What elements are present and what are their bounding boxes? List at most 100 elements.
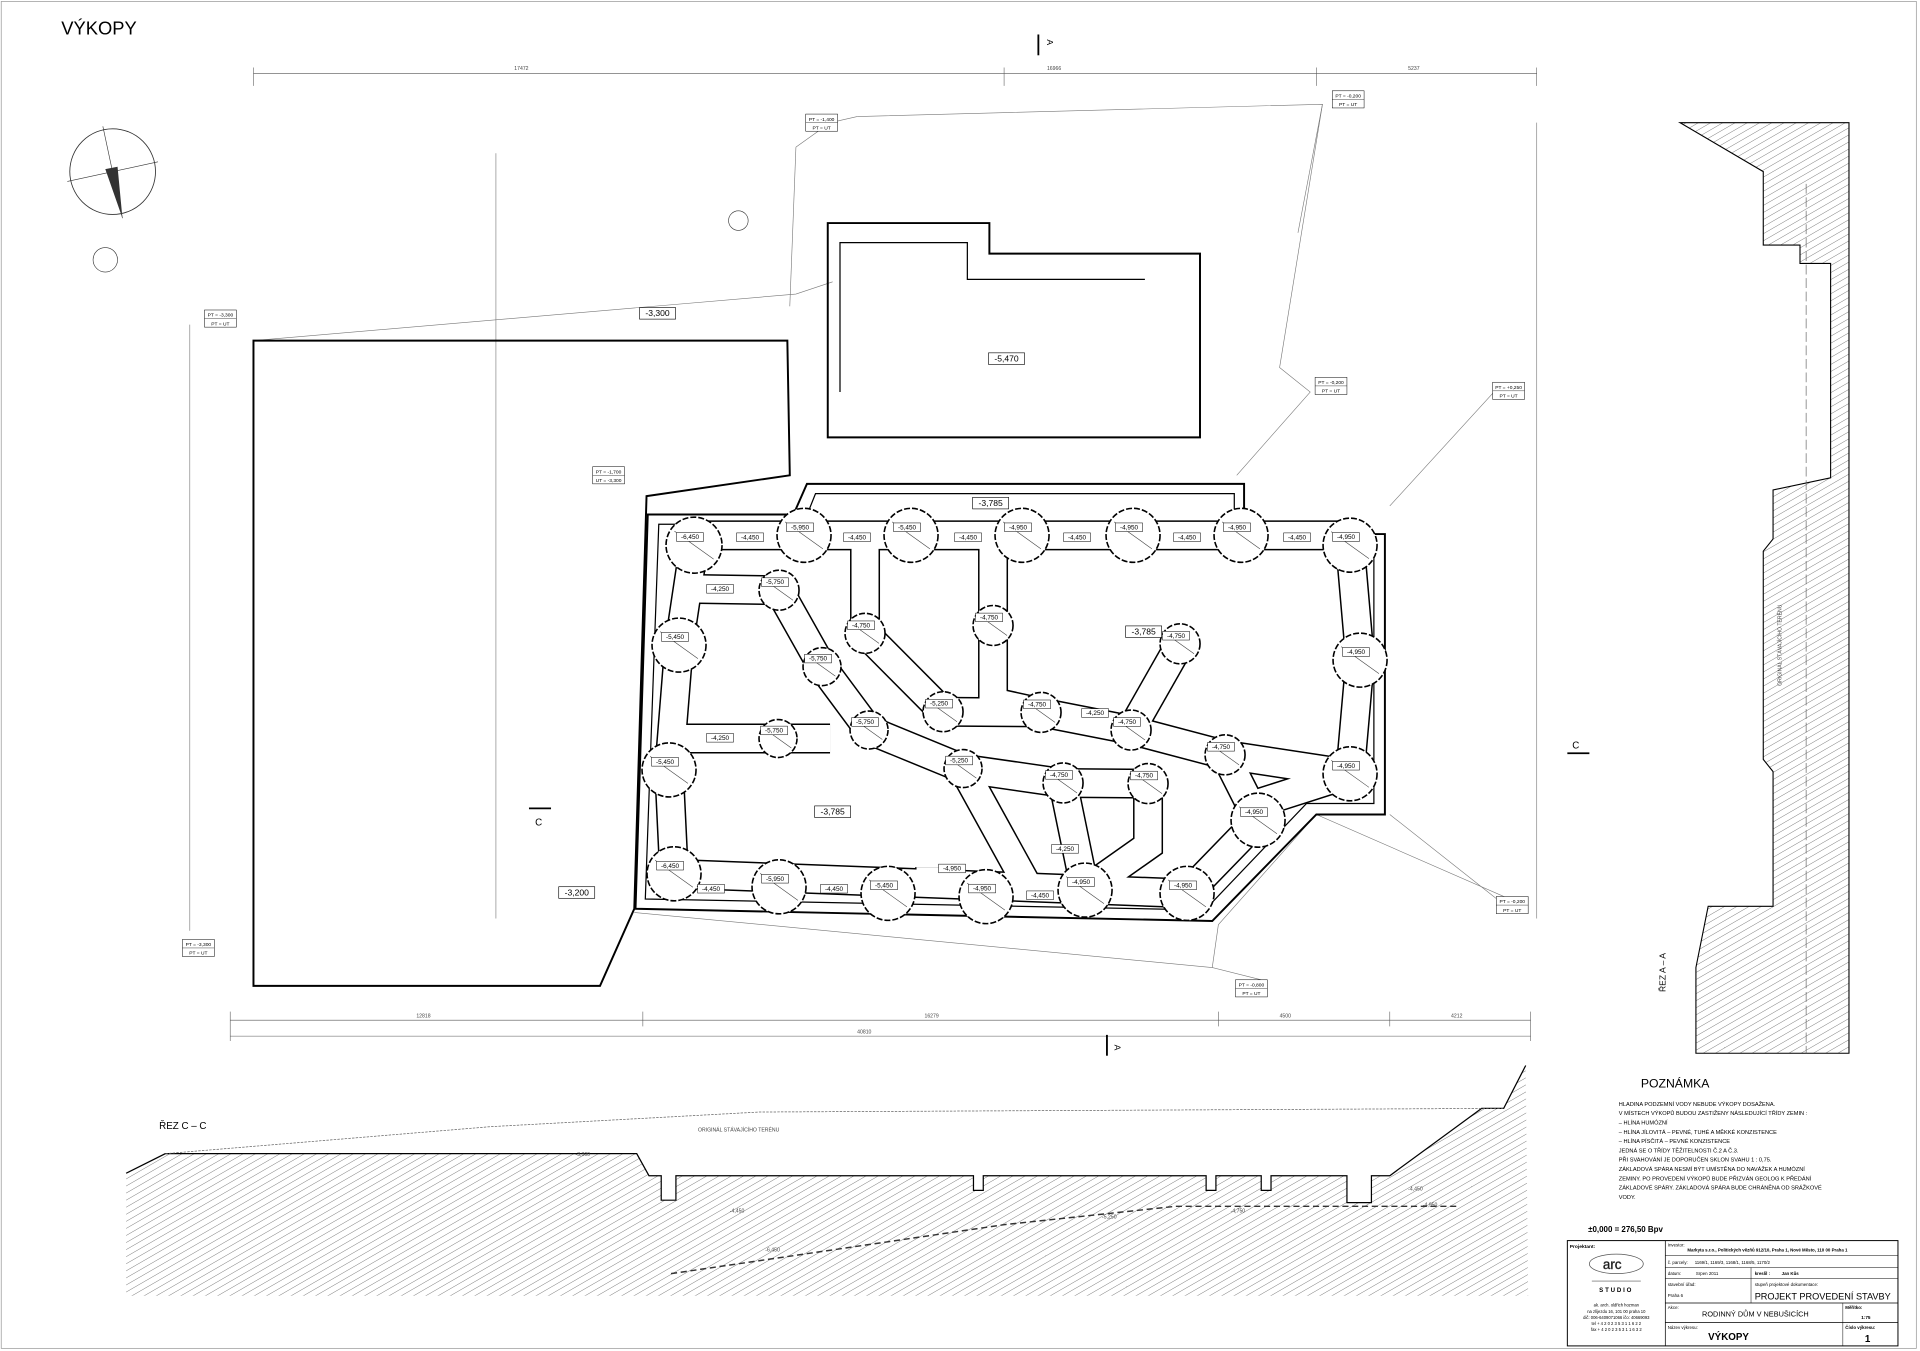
datum-label: datum: [1668,1271,1681,1276]
pt-level: PT = -0,200 [1499,899,1525,905]
note-line: ZÁKLADOVÁ SPÁRA NESMÍ BÝT UMÍSTĚNA DO NA… [1619,1165,1806,1173]
pile-level-label: -4,750 [1050,772,1069,779]
dim-bottom-1: 12818 [416,1014,430,1020]
pile-level-label-box [1332,761,1360,771]
trench-level-label-box [843,532,871,542]
area-level-label-box [639,307,676,320]
trench-level-label-box [1051,844,1079,854]
area-level-label-box [1125,625,1162,638]
pile-level-label: -4,950 [973,886,992,893]
trench-level-label: -4,450 [1068,534,1087,541]
notes-heading: POZNÁMKA [1641,1076,1710,1091]
akce-value: RODINNÝ DŮM V NEBUŠICÍCH [1702,1310,1809,1319]
trench-level-label: -4,450 [1031,892,1050,899]
pile-level-label: -6,450 [681,534,700,541]
level-mark: -4,950 [1423,1202,1438,1208]
nazev-label: Název výkresu: [1668,1325,1698,1330]
kreslil-value: Jan Kůs [1782,1271,1800,1276]
pile-level-label: -5,750 [809,656,828,663]
section-aa-terrain-label: ORIGINÁL STÁVAJÍCÍHO TERÉNU [1777,604,1784,686]
investor-value: Markyta s.r.o., Politických vězňů 912/10… [1687,1248,1848,1253]
pile-level-label: -4,950 [1009,524,1028,531]
trench-level-label: -4,250 [1086,710,1105,717]
pile-level-label-box [1169,880,1197,890]
pile-level-label-box [851,717,879,727]
projektant-label: Projektant: [1570,1244,1596,1250]
note-line: – HLÍNA PÍSČITÁ – PEVNÉ KONZISTENCE [1619,1138,1731,1145]
trench-level-label: -4,250 [711,586,730,593]
pt-level: PT = -1,700 [596,469,622,475]
pile-level-label-box [804,654,832,664]
level-mark: -6,450 [765,1248,780,1254]
pt-level: PT = -1,400 [809,117,835,123]
level-mark: -3,300 [576,1152,591,1158]
studio-address-line: tel + 4 2 0 2 3 5 3 1 1 6 2 2 [1592,1321,1642,1326]
logo-text: arc [1603,1257,1622,1272]
area-level-label: -3,785 [1132,626,1157,636]
ut-level: PT = UT [813,125,831,131]
area-level-label-box [558,886,596,899]
pile-level-label-box [1067,877,1095,887]
pile-level-label-box [968,883,996,894]
area-level-label: -3,785 [821,806,846,816]
section-aa-label: ŘEZ A – A [1657,953,1667,992]
ut-level: PT = UT [189,951,207,957]
pile-level-label-box [1045,770,1073,780]
section-marks: A A C C [528,34,1590,1056]
akce-label: Akce: [1668,1305,1679,1310]
investor-label: Investor: [1668,1243,1685,1248]
section-mark-c-left: C [535,818,542,829]
pile-level-label-box [760,725,788,736]
note-line: ZEMINY. PO PROVEDENÍ VÝKOPŮ BUDE PŘIZVÁN… [1619,1174,1812,1182]
dim-top-3: 5237 [1408,66,1420,72]
pile-level-label-box [1113,717,1141,727]
foundation-plan: -6,450-5,950-5,450-4,950-4,950-4,950-4,9… [641,507,1388,925]
area-level-label: -3,300 [645,308,670,318]
section-cc-terrain-label: ORIGINÁL STÁVAJÍCÍHO TERÉNU [698,1127,780,1134]
datum-level: ±0,000 = 276,50 Bpv [1588,1225,1663,1234]
section-a-a: ŘEZ A – A ORIGINÁL STÁVAJÍCÍHO TERÉNU [1657,122,1850,1054]
studio-address-line: na zlíjezdu 16, 101 00 praha 10 [1587,1309,1646,1314]
pile-level-label-box [1223,522,1251,532]
arc-logo-icon [1589,1253,1644,1275]
trench-level-label: -4,450 [1288,534,1307,541]
ut-level: PT = UT [1242,991,1260,997]
pile-level-label-box [1115,522,1143,532]
terrain-lines [189,103,1538,981]
pile-level-label-box [1207,742,1235,752]
note-line: – HLÍNA HUMÓZNÍ [1619,1120,1668,1127]
pile-level-label-box [925,699,953,709]
trench-level-label-box [938,863,966,874]
kreslil-label: kreslil : [1755,1271,1771,1276]
ut-level: PT = UT [1339,102,1357,108]
top-dimension-line: 17472 16966 5237 [253,66,1538,86]
pile-level-label: -4,750 [852,622,871,629]
tree-icon [92,210,749,273]
pile-level-label: -4,750 [1212,744,1231,751]
note-line: HLADINA PODZEMNÍ VODY NEBUDE VÝKOPY DOSA… [1619,1100,1776,1108]
pile-level-label-box [761,874,789,884]
pile-level-label: -4,750 [980,615,999,622]
pile-level-label-box [656,861,684,871]
dim-total: 40810 [857,1030,871,1036]
pile-level-label-box [975,612,1003,622]
pile-level-label: -4,950 [1245,809,1264,816]
ut-level: PT = UT [211,321,229,327]
dim-bottom-2: 16279 [924,1014,938,1020]
area-level-label: -3,785 [978,498,1003,508]
pile-level-label: -4,950 [1347,649,1366,656]
trench-level-label-box [1026,890,1054,900]
pile-level-label: -4,750 [1135,773,1154,780]
level-mark: -4,450 [730,1208,745,1214]
urad-label: stavební úřad: [1668,1282,1696,1287]
note-line: VODY. [1619,1195,1636,1201]
level-mark: -5,250 [1102,1215,1117,1221]
level-mark: -4,750 [1231,1208,1246,1214]
section-mark-a-bottom: A [1112,1045,1122,1051]
pt-level: PT = -0,200 [1335,94,1361,100]
pile-level-label-box [1130,770,1158,781]
pile-level-label: -4,950 [1337,534,1356,541]
section-c-c: ŘEZ C – C ORIGINÁL STÁVAJÍCÍHO TERÉNU -3… [125,1065,1529,1296]
trench-level-label: -4,450 [702,886,721,893]
